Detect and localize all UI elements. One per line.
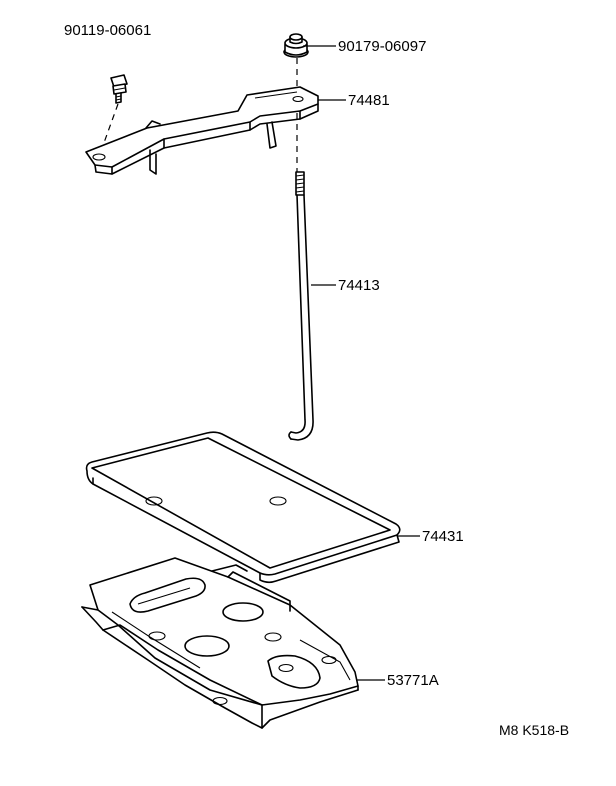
part-label-74431: 74431 bbox=[422, 528, 464, 545]
part-label-90119-06061: 90119-06061 bbox=[64, 22, 151, 39]
part-label-90179-06097: 90179-06097 bbox=[338, 38, 426, 55]
part-label-74481: 74481 bbox=[348, 92, 390, 109]
bolt-alignment-line bbox=[100, 103, 119, 152]
part-label-74413: 74413 bbox=[338, 277, 380, 294]
diagram-reference-code: M8 K518-B bbox=[499, 722, 569, 738]
pad-74431 bbox=[85, 431, 401, 584]
bolt-90119-06061 bbox=[110, 74, 128, 104]
carrier-53771A bbox=[81, 557, 359, 729]
clamp-74481 bbox=[85, 86, 319, 175]
rod-74413 bbox=[288, 171, 314, 441]
part-label-53771A: 53771A bbox=[387, 672, 439, 689]
nut-90179-06097 bbox=[283, 33, 309, 58]
